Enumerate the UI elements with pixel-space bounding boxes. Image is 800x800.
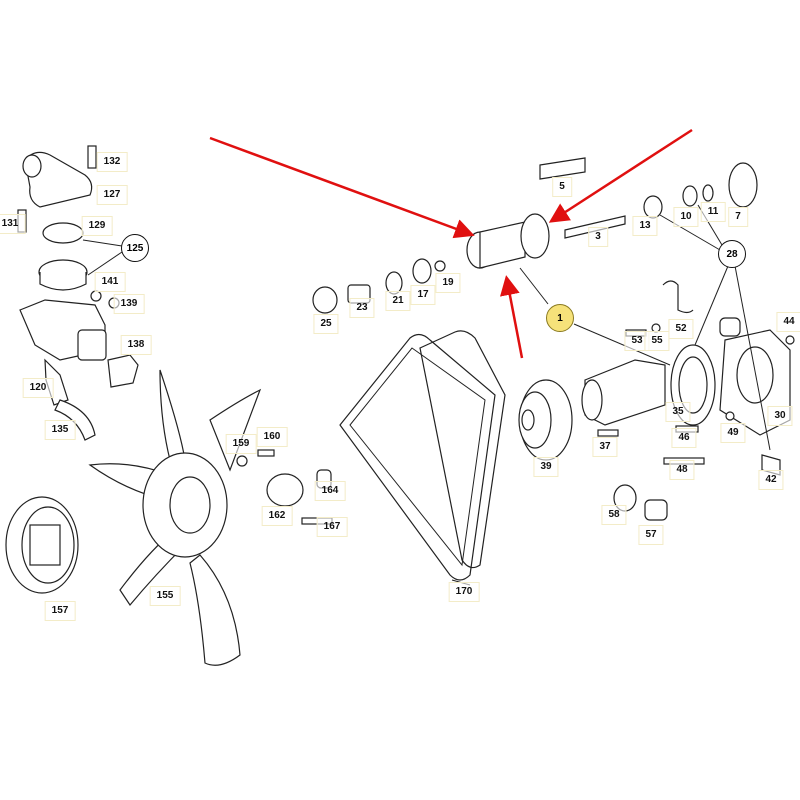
callout-13: 13 xyxy=(632,216,658,236)
v-belts xyxy=(339,330,506,581)
thermostat-housing-parts xyxy=(17,145,139,441)
callout-139: 139 xyxy=(113,294,145,314)
callout-57: 57 xyxy=(638,525,664,545)
red-arrow-left xyxy=(209,136,475,239)
group-callout-1-highlighted[interactable]: 1 xyxy=(546,304,574,332)
callout-155: 155 xyxy=(149,586,181,606)
callout-160: 160 xyxy=(256,427,288,447)
callout-48: 48 xyxy=(669,460,695,480)
callout-127: 127 xyxy=(96,185,128,205)
group-callout-28: 28 xyxy=(718,240,746,268)
callout-170: 170 xyxy=(448,582,480,602)
pulley xyxy=(518,379,573,461)
callout-55: 55 xyxy=(644,331,670,351)
red-arrow-bottom xyxy=(500,275,524,359)
callout-49: 49 xyxy=(720,423,746,443)
callout-53: 53 xyxy=(624,331,650,351)
callout-157: 157 xyxy=(44,601,76,621)
callout-5: 5 xyxy=(552,177,572,197)
callout-132: 132 xyxy=(96,152,128,172)
callout-19: 19 xyxy=(435,273,461,293)
fan-clutch xyxy=(5,496,79,594)
callout-42: 42 xyxy=(758,470,784,490)
callout-17: 17 xyxy=(410,285,436,305)
callout-21: 21 xyxy=(385,291,411,311)
callout-35: 35 xyxy=(665,402,691,422)
callout-11: 11 xyxy=(700,202,726,222)
callout-30: 30 xyxy=(767,406,793,426)
callout-37: 37 xyxy=(592,437,618,457)
callout-131: 131 xyxy=(0,214,26,234)
callout-138: 138 xyxy=(120,335,152,355)
callout-141: 141 xyxy=(94,272,126,292)
callout-7: 7 xyxy=(728,207,748,227)
callout-44: 44 xyxy=(776,312,800,332)
fan xyxy=(88,369,262,666)
callout-135: 135 xyxy=(44,420,76,440)
callout-25: 25 xyxy=(313,314,339,334)
callout-39: 39 xyxy=(533,457,559,477)
callout-167: 167 xyxy=(316,517,348,537)
water-pump-parts xyxy=(312,157,758,314)
callout-159: 159 xyxy=(225,434,257,454)
callout-129: 129 xyxy=(81,216,113,236)
callout-120: 120 xyxy=(22,378,54,398)
callout-10: 10 xyxy=(673,207,699,227)
callout-52: 52 xyxy=(668,319,694,339)
callout-58: 58 xyxy=(601,505,627,525)
group-callout-125: 125 xyxy=(121,234,149,262)
callout-162: 162 xyxy=(261,506,293,526)
callout-3: 3 xyxy=(588,227,608,247)
callout-23: 23 xyxy=(349,298,375,318)
callout-46: 46 xyxy=(671,428,697,448)
red-arrow-right xyxy=(548,128,693,223)
callout-164: 164 xyxy=(314,481,346,501)
